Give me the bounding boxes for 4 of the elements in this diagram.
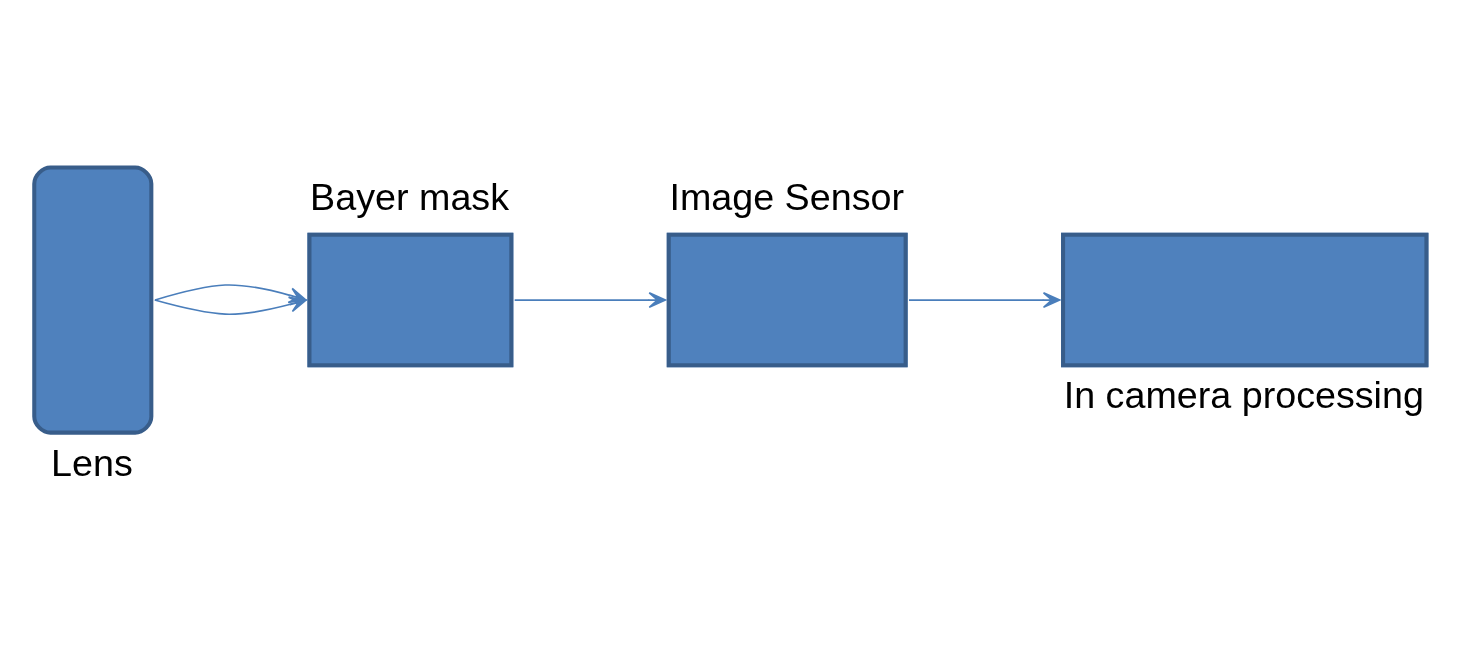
node-label: Bayer mask (310, 176, 510, 219)
node-label: Lens (51, 441, 133, 484)
node-label: Image Sensor (669, 176, 904, 219)
node-label: In camera processing (1063, 374, 1424, 417)
